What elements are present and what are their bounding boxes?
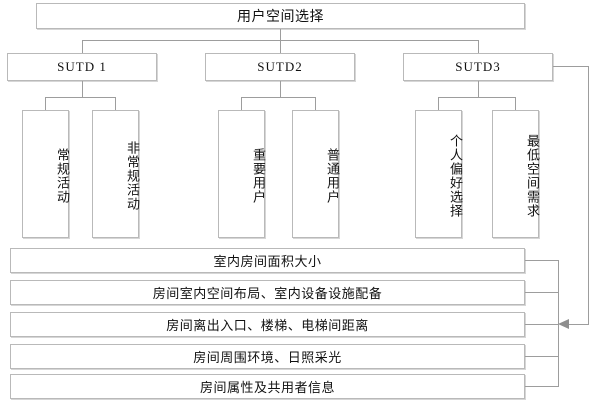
arrowhead-feedback-into-attributes bbox=[558, 319, 569, 329]
group-node-sutd-3[interactable]: SUTD3 bbox=[403, 53, 553, 81]
connector-group-1-to-leaf-1 bbox=[45, 97, 46, 110]
leaf-node-non-routine-activity[interactable]: 非常规活动 bbox=[92, 110, 139, 238]
leaf-node-personal-preference[interactable]: 个人偏好选择 bbox=[415, 110, 462, 238]
attribute-row-surrounding-environment-daylight[interactable]: 房间周围环境、日照采光 bbox=[10, 344, 525, 369]
connector-group-3-stem bbox=[478, 81, 479, 97]
connector-attr-4-to-bus bbox=[525, 356, 559, 357]
connector-group-1-stem bbox=[82, 81, 83, 97]
connector-attr-2-to-bus bbox=[525, 292, 559, 293]
group-node-sutd-1[interactable]: SUTD 1 bbox=[7, 53, 157, 81]
connector-attr-3-to-bus bbox=[525, 324, 559, 325]
connector-group-1-to-leaf-2 bbox=[115, 97, 116, 110]
attribute-row-indoor-layout-equipment[interactable]: 房间室内空间布局、室内设备设施配备 bbox=[10, 280, 525, 305]
attribute-row-distance-entrance-stairs-elevator[interactable]: 房间离出入口、楼梯、电梯间距离 bbox=[10, 312, 525, 337]
connector-root-stem bbox=[280, 29, 281, 41]
connector-group-3-feedback-bottom bbox=[569, 324, 589, 325]
connector-group-3-to-leaf-1 bbox=[438, 97, 439, 110]
connector-attr-1-to-bus bbox=[525, 260, 559, 261]
connector-group-2-bus bbox=[241, 97, 315, 98]
connector-group-3-to-leaf-2 bbox=[515, 97, 516, 110]
leaf-node-normal-user[interactable]: 普通用户 bbox=[292, 110, 339, 238]
root-node-user-space-selection[interactable]: 用户空间选择 bbox=[36, 3, 525, 29]
connector-root-to-group-3 bbox=[478, 40, 479, 53]
connector-group-3-feedback-top bbox=[553, 66, 588, 67]
connector-root-to-group-2 bbox=[280, 40, 281, 53]
connector-group-3-bus bbox=[438, 97, 515, 98]
connector-group-1-bus bbox=[45, 97, 116, 98]
leaf-node-routine-activity[interactable]: 常规活动 bbox=[22, 110, 69, 238]
connector-group-2-to-leaf-1 bbox=[241, 97, 242, 110]
leaf-node-important-user[interactable]: 重要用户 bbox=[218, 110, 265, 238]
attribute-row-indoor-room-area[interactable]: 室内房间面积大小 bbox=[10, 248, 525, 273]
attribute-row-room-properties-shared-user-info[interactable]: 房间属性及共用者信息 bbox=[10, 374, 525, 399]
connector-attr-5-to-bus bbox=[525, 386, 559, 387]
group-node-sutd-2[interactable]: SUTD2 bbox=[205, 53, 355, 81]
connector-group-2-to-leaf-2 bbox=[315, 97, 316, 110]
leaf-node-minimum-space-demand[interactable]: 最低空间需求 bbox=[492, 110, 539, 238]
connector-root-to-group-1 bbox=[82, 40, 83, 53]
connector-group-2-stem bbox=[280, 81, 281, 97]
connector-group-3-feedback-right bbox=[588, 66, 589, 324]
